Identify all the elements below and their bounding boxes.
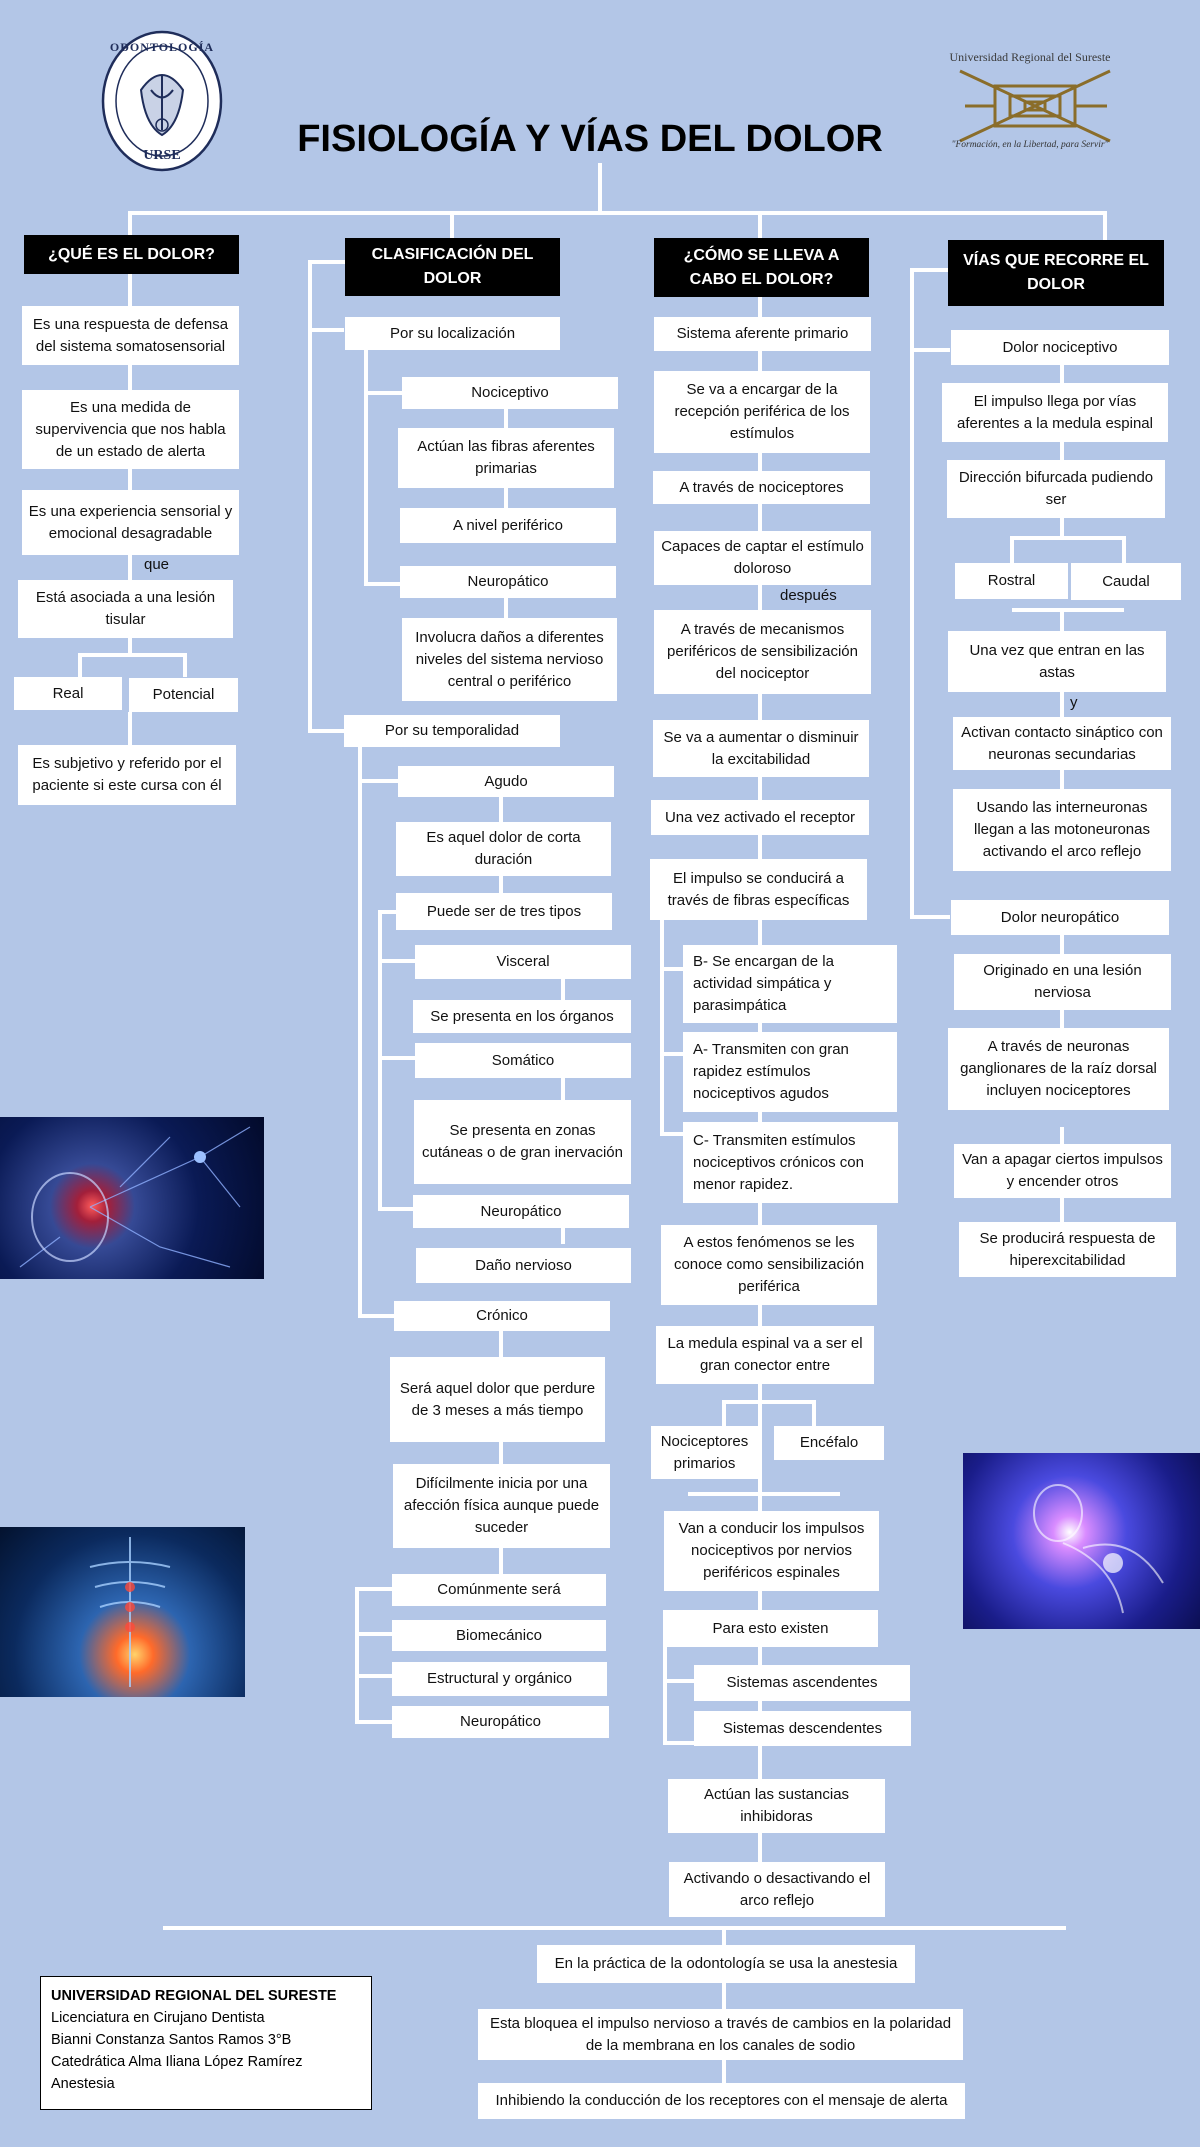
col2-box: Neuropático xyxy=(413,1195,629,1228)
col2-box: Neuropático xyxy=(400,566,616,598)
col2-box: Daño nervioso xyxy=(416,1248,631,1283)
col2-box: Crónico xyxy=(394,1301,610,1331)
connector-label: que xyxy=(144,556,170,573)
neurons-brain-image xyxy=(0,1117,264,1279)
col4-box: El impulso llega por vías aferentes a la… xyxy=(942,383,1168,442)
col3-box: Sistemas descendentes xyxy=(694,1711,911,1746)
logo-bottom-text: URSE xyxy=(143,148,181,163)
col3-box: A través de mecanismos periféricos de se… xyxy=(654,610,871,694)
col1-box: Está asociada a una lesión tisular xyxy=(18,580,233,638)
urse-emblem xyxy=(959,69,1111,143)
credits-subject: Anestesia xyxy=(51,2076,115,2092)
col3-box: B- Se encargan de la actividad simpática… xyxy=(683,945,897,1023)
col2-box: Involucra daños a diferentes niveles del… xyxy=(402,618,617,701)
connector-label: después xyxy=(780,587,837,604)
col3-box: A- Transmiten con gran rapidez estímulos… xyxy=(683,1032,897,1112)
col3-box: Nociceptores primarios xyxy=(651,1426,758,1479)
credits-student: Bianni Constanza Santos Ramos 3°B xyxy=(51,2032,292,2048)
col4-box: Una vez que entran en las astas xyxy=(948,631,1166,692)
col3-box: Una vez activado el receptor xyxy=(651,800,869,835)
col3-box: Se va a encargar de la recepción perifér… xyxy=(654,371,870,453)
credits-university: UNIVERSIDAD REGIONAL DEL SURESTE xyxy=(51,1988,337,2004)
odontologia-logo xyxy=(101,30,223,172)
credits-teacher: Catedrática Alma Iliana López Ramírez xyxy=(51,2054,303,2070)
col2-box: Se presenta en zonas cutáneas o de gran … xyxy=(414,1100,631,1184)
col2-box: Difícilmente inicia por una afección fís… xyxy=(393,1464,610,1548)
col2-box: Actúan las fibras aferentes primarias xyxy=(398,428,614,488)
col4-box: Dolor nociceptivo xyxy=(951,330,1169,365)
col3-box: Encéfalo xyxy=(774,1426,884,1460)
col3-box: La medula espinal va a ser el gran conec… xyxy=(656,1326,874,1384)
col4-box: Dolor neuropático xyxy=(951,900,1169,935)
header-que-es-el-dolor: ¿QUÉ ES EL DOLOR? xyxy=(24,235,239,274)
col4-box: Rostral xyxy=(955,563,1068,599)
col2-box: Comúnmente será xyxy=(392,1574,606,1606)
col3-box: C- Transmiten estímulos nociceptivos cró… xyxy=(683,1122,898,1203)
col2-box: Neuropático xyxy=(392,1706,609,1738)
col3-box: El impulso se conducirá a través de fibr… xyxy=(650,859,867,920)
body-pain-image xyxy=(963,1453,1200,1629)
col2-box: Biomecánico xyxy=(392,1620,606,1651)
col3-box: Capaces de captar el estímulo doloroso xyxy=(654,531,871,585)
col3-box: Activando o desactivando el arco reflejo xyxy=(669,1862,885,1917)
back-pain-image xyxy=(0,1527,245,1697)
col1-box: Potencial xyxy=(129,678,238,712)
col1-box: Es una experiencia sensorial y emocional… xyxy=(22,490,239,555)
bottom-box: Inhibiendo la conducción de los receptor… xyxy=(478,2083,965,2119)
col3-box: Se va a aumentar o disminuir la excitabi… xyxy=(653,720,869,777)
col2-box: Nociceptivo xyxy=(402,377,618,409)
credits-program: Licenciatura en Cirujano Dentista xyxy=(51,2010,265,2026)
header-vias-que-recorre: VÍAS QUE RECORRE EL DOLOR xyxy=(948,240,1164,306)
col2-box: Es aquel dolor de corta duración xyxy=(396,822,611,876)
page-title: FISIOLOGÍA Y VÍAS DEL DOLOR xyxy=(297,118,883,160)
credits-box: UNIVERSIDAD REGIONAL DEL SURESTE Licenci… xyxy=(40,1976,372,2110)
col1-box: Es una medida de supervivencia que nos h… xyxy=(22,390,239,469)
col3-box: Sistema aferente primario xyxy=(654,317,871,351)
connector-label: y xyxy=(1070,694,1078,711)
col2-box: Visceral xyxy=(415,945,631,979)
col2-box: Se presenta en los órganos xyxy=(413,1000,631,1033)
col4-box: Caudal xyxy=(1071,563,1181,600)
col2-box: Por su temporalidad xyxy=(344,715,560,747)
col1-box: Es una respuesta de defensa del sistema … xyxy=(22,306,239,365)
col3-box: Van a conducir los impulsos nociceptivos… xyxy=(664,1511,879,1591)
header-como-se-lleva: ¿CÓMO SE LLEVA A CABO EL DOLOR? xyxy=(654,238,869,297)
col3-box: A estos fenómenos se les conoce como sen… xyxy=(661,1225,877,1305)
col1-box: Real xyxy=(14,677,122,710)
col4-box: Se producirá respuesta de hiperexcitabil… xyxy=(959,1222,1176,1277)
col3-box: Sistemas ascendentes xyxy=(694,1665,910,1701)
col2-box: Estructural y orgánico xyxy=(392,1662,607,1696)
university-motto: "Formación, en la Libertad, para Servir" xyxy=(951,140,1109,150)
col4-box: Van a apagar ciertos impulsos y encender… xyxy=(954,1144,1171,1198)
col1-box: Es subjetivo y referido por el paciente … xyxy=(18,745,236,805)
col3-box: Para esto existen xyxy=(663,1610,878,1647)
col4-box: Usando las interneuronas llegan a las mo… xyxy=(953,789,1171,871)
col3-box: A través de nociceptores xyxy=(653,471,870,504)
col4-box: A través de neuronas ganglionares de la … xyxy=(948,1028,1169,1110)
col2-box: A nivel periférico xyxy=(400,508,616,543)
bottom-box: Esta bloquea el impulso nervioso a travé… xyxy=(478,2009,963,2060)
university-name: Universidad Regional del Sureste xyxy=(949,50,1111,64)
col4-box: Dirección bifurcada pudiendo ser xyxy=(947,460,1165,518)
col2-box: Será aquel dolor que perdure de 3 meses … xyxy=(390,1357,605,1442)
col3-box: Actúan las sustancias inhibidoras xyxy=(668,1779,885,1833)
bottom-box: En la práctica de la odontología se usa … xyxy=(537,1945,915,1983)
header-clasificacion: CLASIFICACIÓN DEL DOLOR xyxy=(345,238,560,296)
col4-box: Originado en una lesión nerviosa xyxy=(954,954,1171,1010)
logo-arc-text: ODONTOLOGÍA xyxy=(109,40,215,54)
col2-box: Somático xyxy=(415,1043,631,1078)
col2-box: Puede ser de tres tipos xyxy=(396,893,612,930)
col2-box: Agudo xyxy=(398,766,614,797)
col2-box: Por su localización xyxy=(345,317,560,350)
col4-box: Activan contacto sináptico con neuronas … xyxy=(953,717,1171,770)
